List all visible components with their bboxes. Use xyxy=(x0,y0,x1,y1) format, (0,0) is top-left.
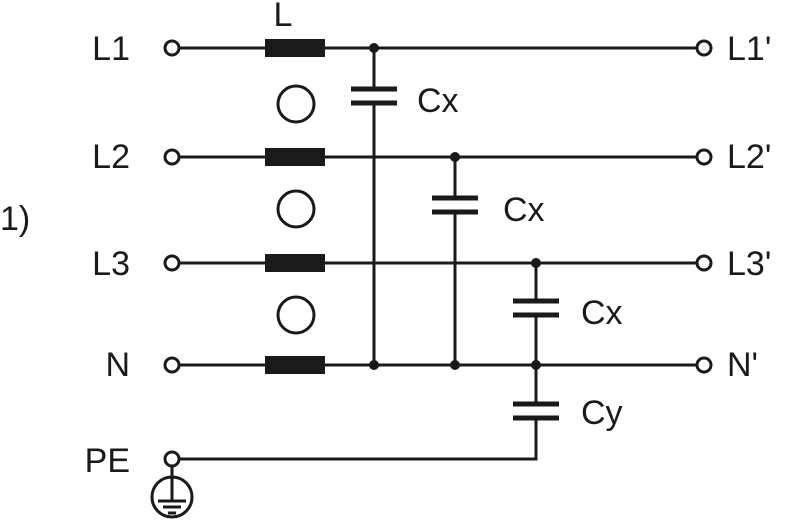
terminal-out-l1 xyxy=(695,39,713,57)
pe-label: PE xyxy=(85,442,130,480)
choke-winding-l3 xyxy=(265,254,325,272)
junction-dot xyxy=(531,360,541,370)
choke-winding-l2 xyxy=(265,148,325,166)
junction-dot xyxy=(369,360,379,370)
input-label-l2: L2 xyxy=(92,138,130,176)
core-coupling-circle xyxy=(276,295,316,335)
cx1-label: Cx xyxy=(417,82,459,120)
terminal-out-l3 xyxy=(695,254,713,272)
input-label-n: N xyxy=(105,346,130,384)
input-label-l3: L3 xyxy=(92,245,130,283)
terminal-in-n xyxy=(163,356,181,374)
junction-dot xyxy=(531,258,541,268)
terminal-in-pe xyxy=(163,450,181,468)
junction-dot xyxy=(450,360,460,370)
output-label-l3: L3' xyxy=(727,245,771,283)
earth-ground-icon xyxy=(150,466,194,519)
cx3-label: Cx xyxy=(581,294,623,332)
input-label-l1: L1 xyxy=(92,30,130,68)
choke-winding-n xyxy=(265,356,325,374)
terminal-out-l2 xyxy=(695,148,713,166)
terminal-out-n xyxy=(695,356,713,374)
junction-dot xyxy=(369,43,379,53)
core-coupling-circle xyxy=(276,189,316,229)
terminal-in-l1 xyxy=(163,39,181,57)
junction-dot xyxy=(450,152,460,162)
cx2-label: Cx xyxy=(503,191,545,229)
output-label-n: N' xyxy=(727,346,758,384)
terminal-in-l3 xyxy=(163,254,181,272)
cy-label: Cy xyxy=(581,394,623,432)
footnote-marker: 1) xyxy=(0,200,30,238)
output-label-l2: L2' xyxy=(727,138,771,176)
output-label-l1: L1' xyxy=(727,30,771,68)
conductor-pe xyxy=(180,420,538,461)
terminal-in-l2 xyxy=(163,148,181,166)
inductor-label: L xyxy=(274,0,293,34)
choke-winding-l1 xyxy=(265,39,325,57)
core-coupling-circle xyxy=(276,84,316,124)
